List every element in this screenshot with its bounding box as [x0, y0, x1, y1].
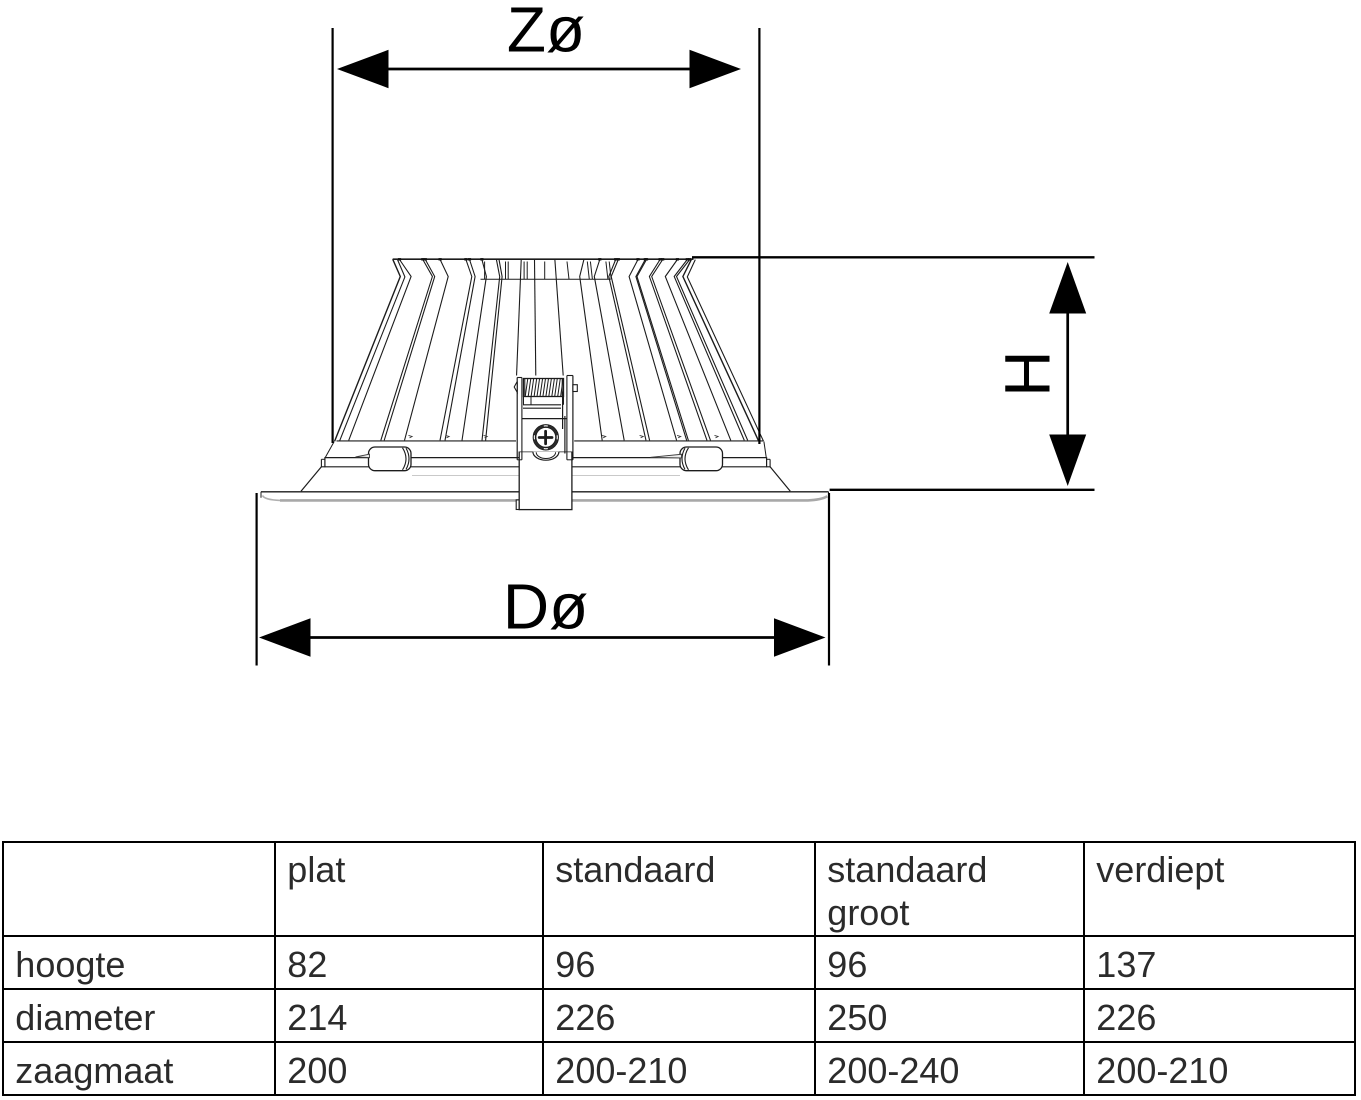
svg-text:Zø: Zø	[507, 0, 585, 66]
svg-text:Dø: Dø	[503, 571, 588, 643]
svg-text:H: H	[992, 350, 1064, 396]
